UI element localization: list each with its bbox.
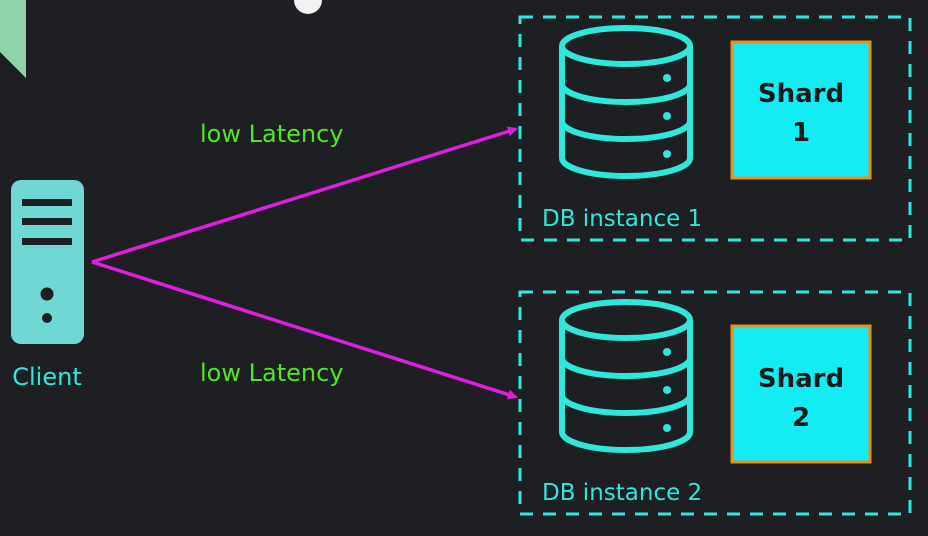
shard-1-box (730, 40, 872, 180)
database-icon (559, 299, 693, 453)
latency-label-top: low Latency (200, 120, 343, 148)
client-label: Client (12, 363, 81, 391)
latency-label-bottom: low Latency (200, 359, 343, 387)
arrow-to-instance-2 (91, 260, 518, 400)
database-icon (559, 25, 693, 179)
instance-2-boundary (518, 290, 912, 516)
shard-1-label-line2: 1 (792, 118, 810, 148)
shard-2-label-line2: 2 (792, 403, 810, 433)
shard-2-box (730, 324, 872, 464)
client-node: Client (11, 180, 84, 391)
instance-1-label: DB instance 1 (542, 206, 702, 232)
db-instance-2: Shard 2 DB instance 2 (518, 290, 912, 516)
shard-2-label-line1: Shard (758, 364, 844, 394)
shard-1-label-line1: Shard (758, 79, 844, 109)
decorative-corner-shape (0, 0, 26, 78)
instance-2-label: DB instance 2 (542, 480, 702, 506)
instance-1-boundary (518, 15, 912, 242)
arrow-to-instance-1 (91, 126, 518, 264)
decorative-top-arc (294, 0, 322, 14)
db-instance-1: Shard 1 DB instance 1 (518, 15, 912, 242)
